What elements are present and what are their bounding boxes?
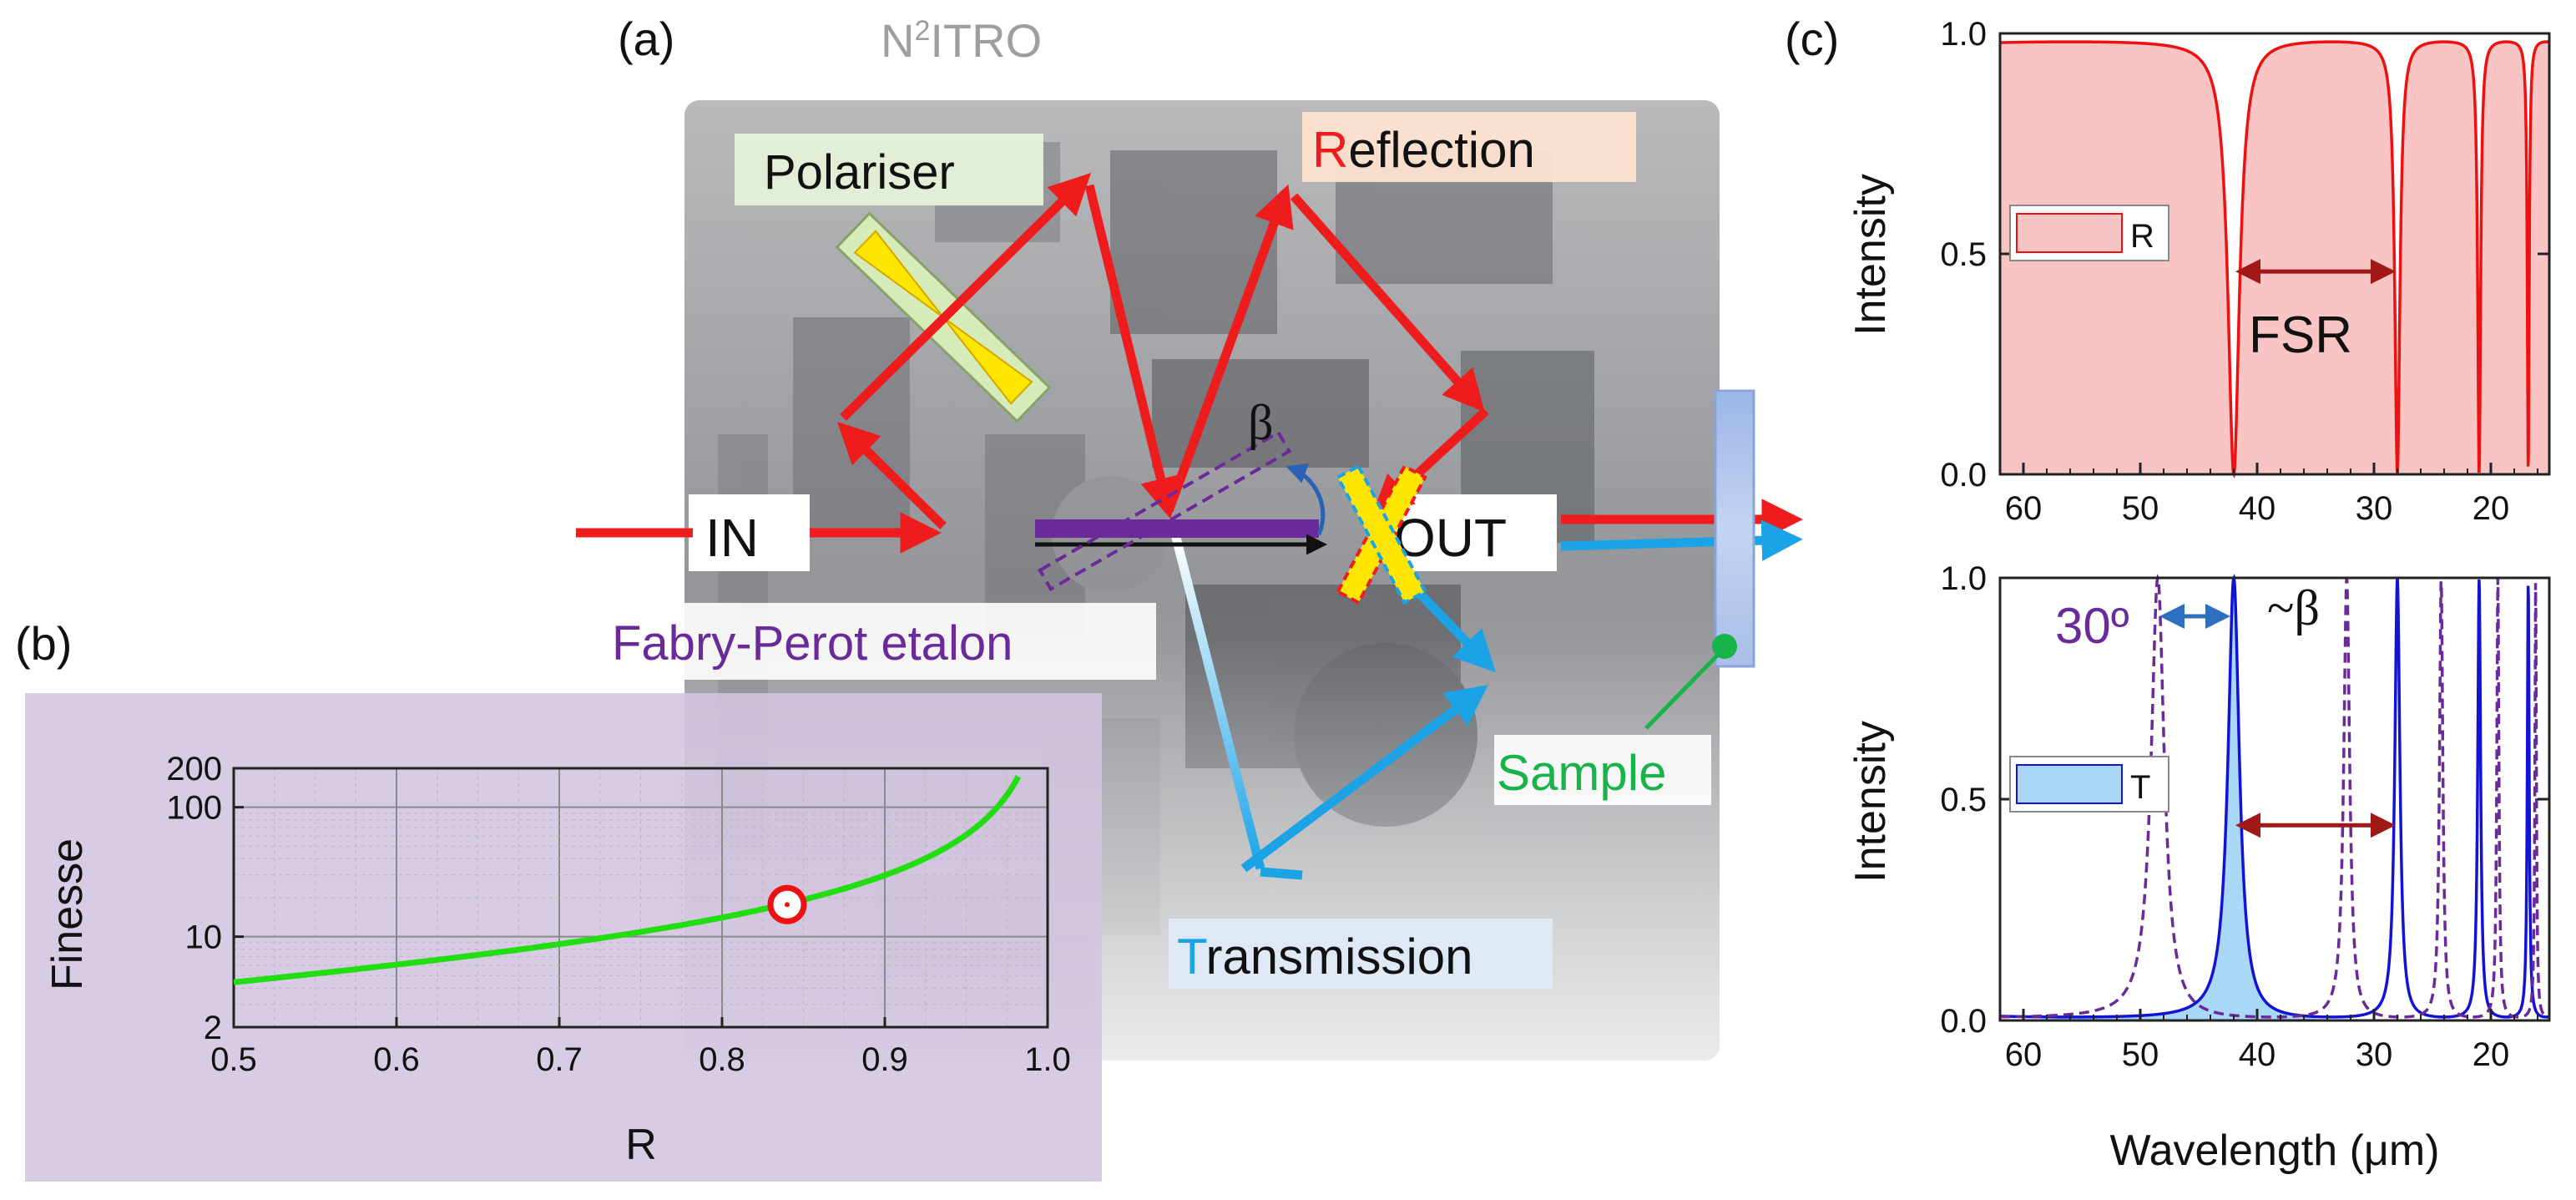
legend-swatch-t	[2016, 764, 2123, 804]
legend-label-r: R	[2130, 218, 2154, 255]
transmission-label: Transmission	[1177, 929, 1473, 985]
etalon-label: Fabry-Perot etalon	[612, 616, 1013, 671]
y-tick-label: 0.5	[1940, 782, 1987, 818]
beta-label: β	[1248, 395, 1274, 450]
reflection-label: Reflection	[1312, 122, 1535, 178]
x-tick-label: 40	[2239, 1036, 2276, 1073]
x-tick-label: 60	[2005, 490, 2043, 527]
x-tick-label: 20	[2472, 1036, 2510, 1073]
y-tick-label: 200	[166, 751, 222, 787]
polariser-label: Polariser	[764, 145, 955, 200]
x-tick-label: 40	[2239, 490, 2276, 527]
bottom-legend: T	[2009, 756, 2169, 813]
etalon: β	[1035, 395, 1327, 592]
x-tick-label: 0.5	[210, 1041, 257, 1078]
bottom-ticks: 60 50 40 30 20 0.0 0.5 1.0	[1940, 560, 2549, 1073]
panel-a-letter: (a)	[618, 13, 674, 65]
sample-label: Sample	[1497, 745, 1666, 801]
y-tick-label: 1.0	[1940, 16, 1987, 53]
x-tick-label: 0.9	[861, 1041, 908, 1078]
beta-shift-label: ~β	[2267, 580, 2320, 635]
reflectance-area	[2000, 42, 2549, 474]
x-tick-label: 0.6	[373, 1041, 420, 1078]
x-tick-label: 0.7	[536, 1041, 583, 1078]
beam-splitter-cross	[1336, 463, 1427, 605]
x-tick-label: 50	[2122, 1036, 2159, 1073]
in-label-box	[689, 494, 810, 571]
top-ticks: 60 50 40 30 20 0.0 0.5 1.0	[1940, 16, 2549, 527]
beta-angle-arc	[1285, 463, 1326, 535]
fsr-label: FSR	[2249, 306, 2352, 364]
transmission-label-box	[1169, 919, 1553, 989]
reflection-label-box	[1302, 112, 1636, 182]
etalon-label-box	[597, 603, 1156, 680]
x-tick-label: 30	[2356, 1036, 2393, 1073]
panel-b-letter: (b)	[15, 617, 72, 670]
in-label: IN	[705, 508, 759, 568]
finesse-plot-frame	[232, 767, 1049, 1029]
wavelength-axis-label: Wavelength (μm)	[2109, 1127, 2439, 1175]
panel-c-letter: (c)	[1785, 13, 1839, 65]
sample-slab	[1714, 389, 1755, 668]
sample-pointer	[1644, 651, 1721, 730]
sample-label-box	[1494, 735, 1711, 805]
x-tick-label: 20	[2472, 490, 2510, 527]
finesse-grid	[233, 767, 1048, 1028]
top-legend: R	[2009, 205, 2169, 261]
x-tick-label: 50	[2122, 490, 2159, 527]
finesse-marker-dot	[785, 902, 790, 908]
angle-label: 30º	[2055, 598, 2129, 654]
out-label-box	[1390, 494, 1557, 571]
legend-label-t: T	[2130, 769, 2150, 806]
y-tick-label: 1.0	[1940, 560, 1987, 597]
finesse-curve	[233, 775, 1021, 985]
y-tick-label: 10	[185, 919, 223, 956]
transmittance-curve-tilted	[2000, 574, 2550, 1019]
x-tick-label: 0.8	[699, 1041, 745, 1078]
panel-b: (b) Finesse R 0.5 0.6 0.7 0.8 0.9 1.0 2 10 10020…	[15, 617, 1102, 1182]
panel-b-ylabel: Finesse	[43, 838, 92, 990]
x-tick-label: 60	[2005, 1036, 2043, 1073]
etalon-plate	[1035, 519, 1319, 538]
y-tick-label: 0.5	[1940, 236, 1987, 273]
x-tick-label: 30	[2356, 490, 2393, 527]
y-tick-label: 0.0	[1940, 1003, 1987, 1040]
etalon-tilted-outline	[1038, 430, 1292, 592]
x-tick-label: 1.0	[1024, 1041, 1071, 1078]
panel-b-xlabel: R	[625, 1121, 657, 1169]
bottom-ylabel: Intensity	[1846, 721, 1895, 883]
y-tick-label: 100	[166, 790, 222, 827]
out-label: OUT	[1394, 508, 1507, 568]
instrument-title: N2ITRO	[881, 14, 1042, 67]
y-tick-label: 0.0	[1940, 457, 1987, 494]
y-tick-label: 2	[204, 1010, 222, 1046]
polariser-label-box	[735, 134, 1043, 205]
legend-swatch-r	[2016, 213, 2123, 253]
transmittance-curve	[1999, 574, 2550, 1019]
top-ylabel: Intensity	[1846, 174, 1895, 336]
red-beam	[576, 173, 1803, 554]
reflectance-curve	[1999, 40, 2550, 478]
